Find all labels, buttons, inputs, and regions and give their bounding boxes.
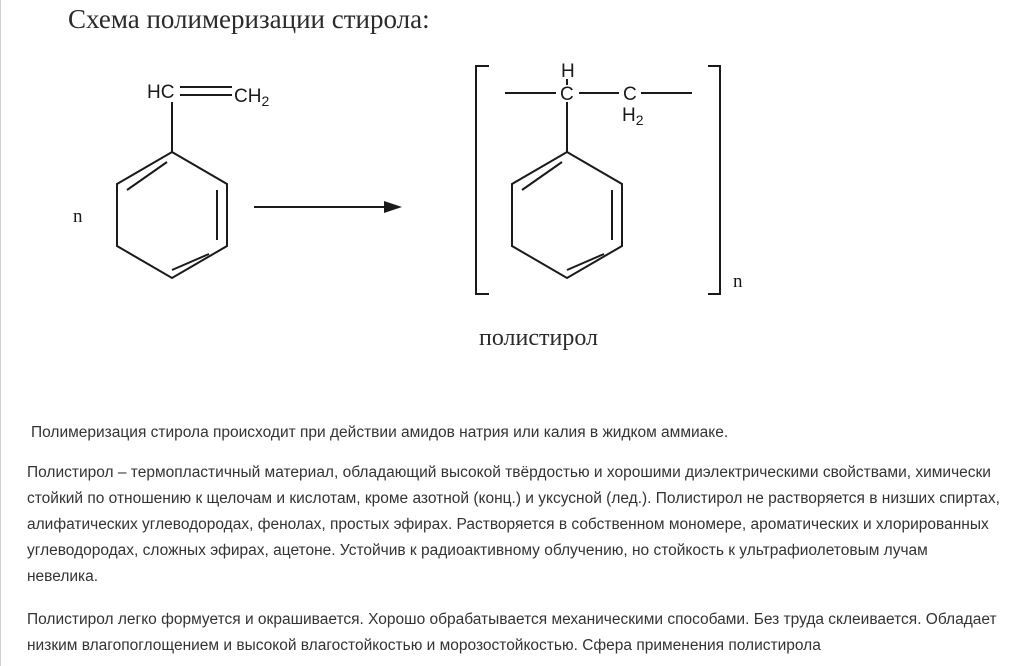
repeat-index: n	[733, 271, 743, 292]
vinyl-ch2-label: CH2	[234, 86, 269, 109]
scheme-title: Схема полимеризации стирола:	[68, 4, 430, 34]
paragraph-properties: Полистирол – термопластичный материал, о…	[27, 464, 1000, 585]
polymer-c1-label: C	[560, 84, 574, 105]
polymer-c2-label: C	[623, 84, 637, 105]
product-name: полистирол	[479, 325, 598, 351]
paragraph-processing: Полистирол легко формуется и окрашиваетс…	[27, 611, 997, 654]
monomer-coefficient: n	[73, 206, 83, 227]
left-border	[0, 0, 1, 666]
paragraph-polymerization: Полимеризация стирола происходит при дей…	[31, 424, 729, 441]
monomer-benzene-ring	[116, 150, 228, 280]
arrow-head-icon	[384, 201, 402, 213]
polymer-benzene-ring	[511, 150, 623, 280]
polymer-h2-label: H2	[622, 105, 644, 128]
vinyl-double-bond	[180, 86, 232, 96]
left-bracket	[475, 65, 489, 295]
polymer-h-label: H	[561, 61, 575, 82]
polymerization-diagram: n HC CH2 H C C H2 n	[73, 61, 743, 295]
vinyl-hc-label: HC	[147, 82, 174, 103]
right-bracket	[708, 65, 721, 295]
